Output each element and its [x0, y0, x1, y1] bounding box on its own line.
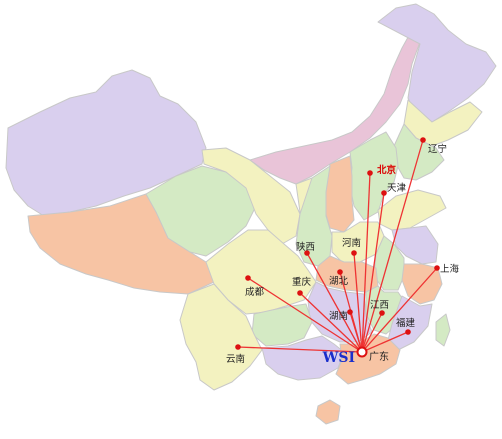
city-label-shaanxi: 陕西	[296, 241, 315, 253]
region-guizhou	[251, 303, 313, 347]
region-heilongjiang	[377, 3, 497, 123]
city-marker-beijing	[367, 170, 373, 176]
city-marker-tianjin	[381, 190, 387, 196]
city-marker-shaanxi	[304, 250, 310, 256]
city-label-shanghai: 上海	[440, 263, 460, 275]
hub-marker-group: WSI 广东	[322, 346, 389, 366]
route-line-shanghai	[361, 267, 438, 353]
region-jiangsu	[391, 225, 439, 265]
city-label-chongqing: 重庆	[292, 276, 312, 288]
region-hainan	[315, 399, 341, 425]
city-marker-yunnan	[235, 344, 241, 350]
city-marker-henan	[351, 250, 357, 256]
route-line-jiangxi	[361, 312, 383, 353]
route-line-shaanxi	[306, 252, 363, 353]
city-marker-fujian	[405, 329, 411, 335]
city-marker-jiangxi	[379, 310, 385, 316]
region-tibet	[27, 193, 215, 295]
region-taiwan	[435, 313, 451, 347]
city-marker-chongqing	[297, 290, 303, 296]
route-line-fujian	[361, 331, 409, 353]
route-line-liaoning	[361, 139, 424, 353]
city-marker-hubei	[337, 269, 343, 275]
city-label-hubei: 湖北	[329, 276, 349, 287]
wsi-logo: WSI	[322, 350, 355, 366]
region-guangxi	[261, 335, 345, 381]
route-line-chengdu	[247, 277, 363, 353]
hub-marker	[356, 346, 368, 358]
route-line-henan	[353, 252, 363, 353]
city-label-henan: 河南	[342, 237, 361, 249]
province-regions	[5, 3, 497, 425]
region-guangdong	[335, 333, 401, 385]
city-label-hunan: 湖南	[329, 310, 348, 322]
hub-city-label: 广东	[369, 350, 389, 363]
city-label-jiangxi: 江西	[370, 300, 389, 311]
region-qinghai	[145, 165, 257, 257]
city-label-chengdu: 成都	[245, 286, 265, 298]
region-inner-mongolia	[249, 29, 421, 185]
region-yunnan	[179, 283, 263, 391]
city-label-liaoning: 辽宁	[428, 143, 447, 155]
route-line-hunan	[349, 311, 363, 353]
city-markers	[235, 137, 440, 350]
city-label-tianjin: 天津	[387, 183, 407, 194]
city-marker-shanghai	[434, 265, 440, 271]
route-line-beijing	[361, 172, 371, 353]
city-marker-liaoning	[420, 137, 426, 143]
city-marker-chengdu	[245, 275, 251, 281]
city-label-fujian: 福建	[396, 317, 416, 329]
city-marker-hunan	[347, 309, 353, 315]
route-line-yunnan	[237, 346, 363, 353]
region-shandong	[377, 189, 447, 231]
route-line-chongqing	[299, 292, 363, 353]
route-line-tianjin	[361, 192, 385, 353]
city-label-yunnan: 云南	[226, 353, 245, 365]
city-label-beijing: 北京	[377, 164, 397, 176]
